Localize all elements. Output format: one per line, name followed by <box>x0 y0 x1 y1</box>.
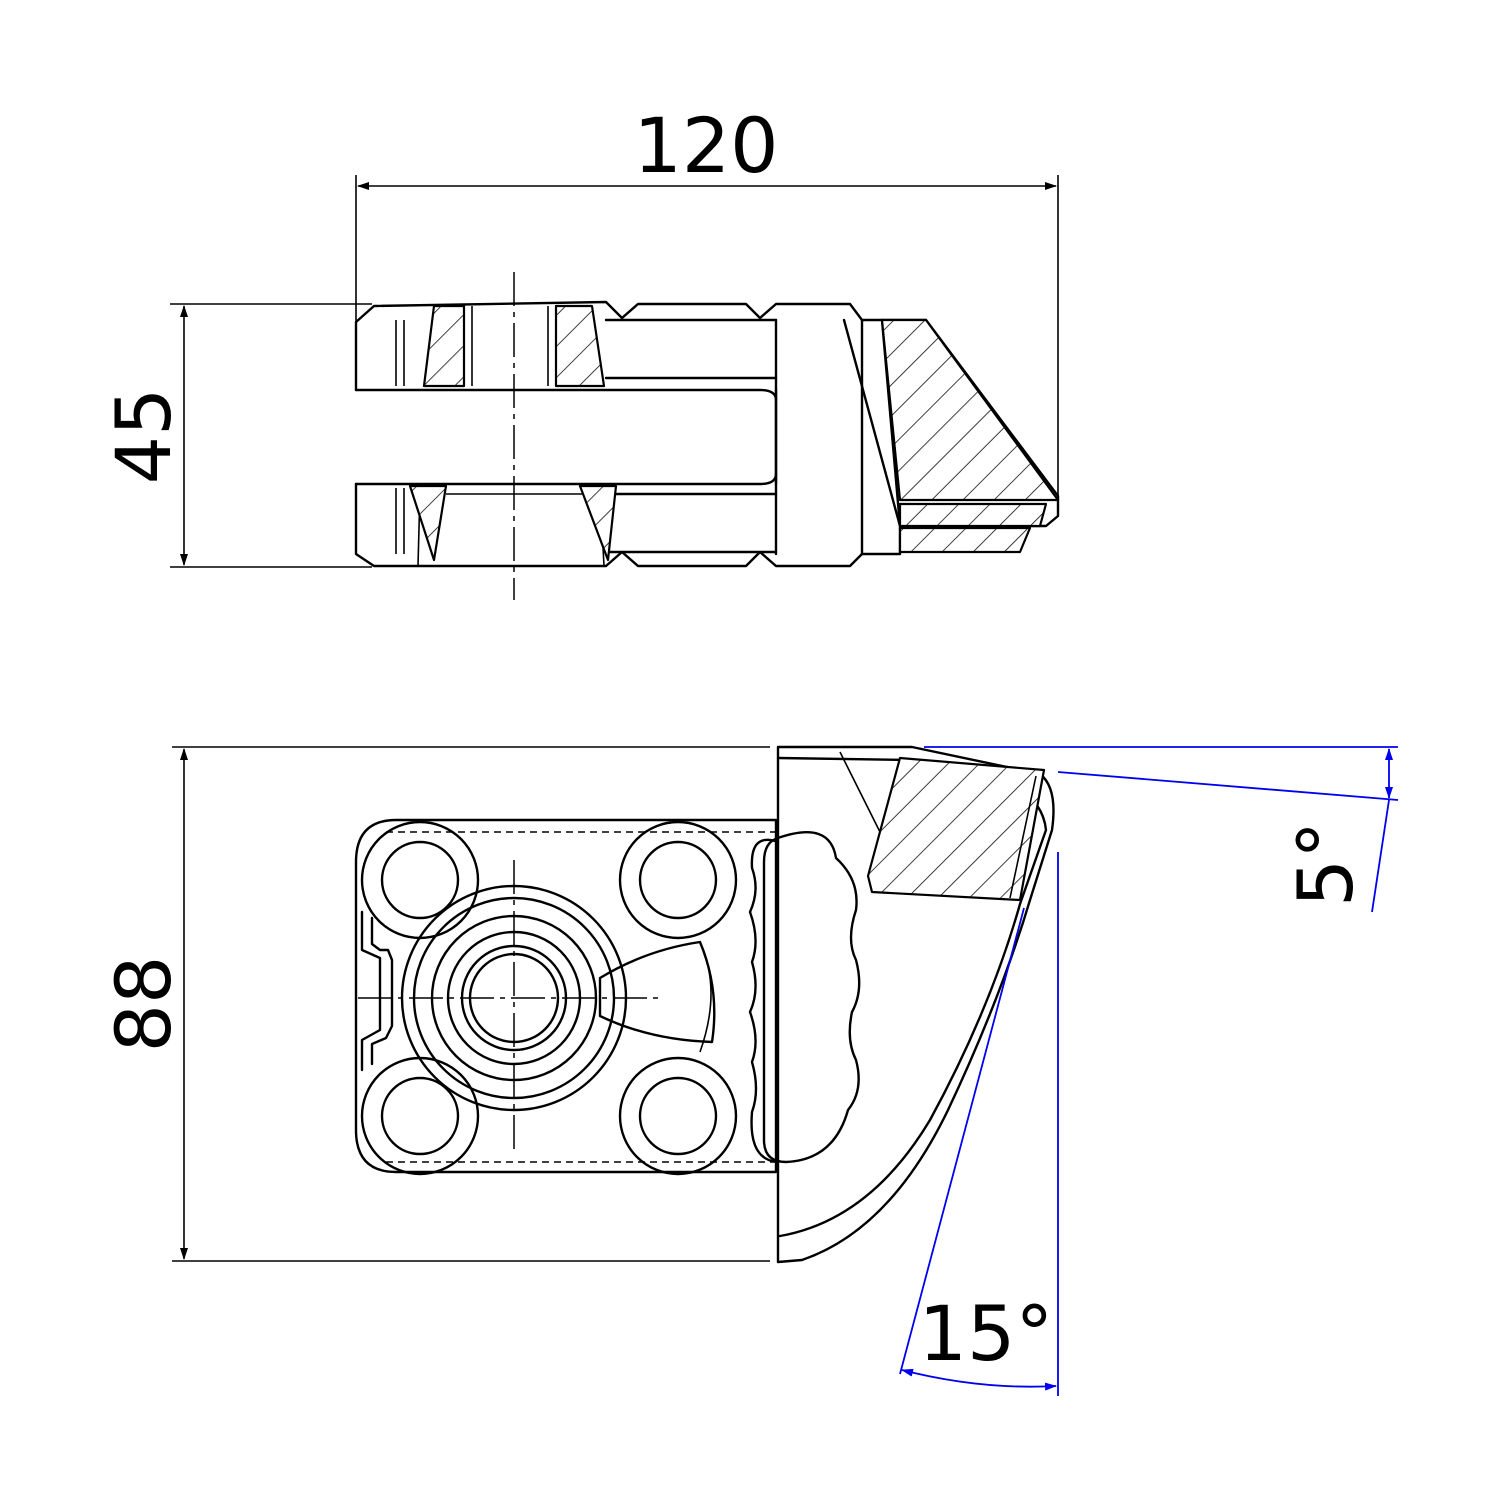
central-boss <box>400 884 716 1112</box>
wavy-grip <box>748 831 861 1164</box>
upper-jaw <box>354 300 1060 568</box>
dimension-height-top-label: 45 <box>99 388 188 485</box>
dimension-width-label: 120 <box>633 101 778 190</box>
angle-dimensions: 5° 15° <box>899 746 1399 1396</box>
angle-small-label: 5° <box>1281 821 1370 907</box>
dimension-height-top: 45 <box>99 303 372 568</box>
dimension-height-bottom: 88 <box>99 746 770 1262</box>
dimension-height-bottom-label: 88 <box>99 956 188 1053</box>
tooth-tip <box>776 745 1055 1264</box>
top-view: 120 45 <box>99 101 1060 600</box>
angle-large-label: 15° <box>919 1289 1054 1378</box>
top-section-hatching <box>408 304 1060 562</box>
bottom-view: 88 <box>99 745 1399 1396</box>
dimension-width: 120 <box>355 101 1059 500</box>
bottom-centerlines <box>358 860 660 1150</box>
